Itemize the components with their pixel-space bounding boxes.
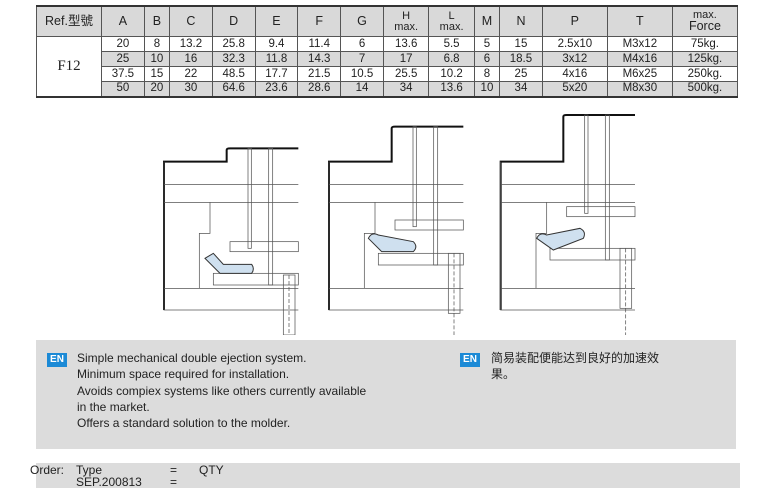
table-cell: 25.5 <box>382 66 430 82</box>
table-cell: 21.5 <box>297 66 342 82</box>
en-badge-secondary: EN <box>460 353 480 367</box>
col-g: G <box>340 5 384 37</box>
table-cell: 5.5 <box>428 36 475 52</box>
english-description: Simple mechanical double ejection system… <box>77 351 367 431</box>
order-qty-label: QTY <box>199 463 224 477</box>
ejection-sequence-drawings <box>163 114 636 335</box>
table-cell: M4x16 <box>606 51 673 67</box>
col-m: M <box>473 5 501 37</box>
col-f: F <box>297 5 342 37</box>
table-cell: 8 <box>143 36 171 52</box>
table-cell: 10.2 <box>428 66 475 82</box>
table-cell: 125kg. <box>671 51 739 67</box>
table-cell: 8 <box>473 66 501 82</box>
mold-diagram-2 <box>328 125 464 335</box>
table-cell: 5 <box>473 36 501 52</box>
col-p: P <box>541 5 608 37</box>
ref-cell: F12 <box>36 36 102 97</box>
table-cell: 25 <box>101 51 145 67</box>
table-cell: 28.6 <box>297 81 342 97</box>
table-cell: 17.7 <box>254 66 299 82</box>
table-cell: 7 <box>340 51 384 67</box>
table-cell: 20 <box>101 36 145 52</box>
table-cell: 2.5x10 <box>541 36 608 52</box>
table-cell: 13.2 <box>169 36 213 52</box>
table-cell: 37.5 <box>101 66 145 82</box>
table-cell: 10 <box>473 81 501 97</box>
col-ref: Ref.型號 <box>36 5 102 37</box>
table-cell: 11.4 <box>297 36 342 52</box>
col-n: N <box>499 5 543 37</box>
col-d: D <box>211 5 256 37</box>
table-cell: 6.8 <box>428 51 475 67</box>
table-cell: 34 <box>382 81 430 97</box>
col-force: max.Force <box>671 5 739 37</box>
table-cell: 6 <box>340 36 384 52</box>
table-cell: 32.3 <box>211 51 256 67</box>
table-cell: 11.8 <box>254 51 299 67</box>
table-cell: 4x16 <box>541 66 608 82</box>
col-c: C <box>169 5 213 37</box>
table-cell: 3x12 <box>541 51 608 67</box>
table-cell: 500kg. <box>671 81 739 97</box>
table-cell: 10.5 <box>340 66 384 82</box>
table-cell: 15 <box>143 66 171 82</box>
table-cell: 13.6 <box>428 81 475 97</box>
table-cell: 25.8 <box>211 36 256 52</box>
table-cell: 30 <box>169 81 213 97</box>
table-cell: 16 <box>169 51 213 67</box>
order-code: SEP.200813 <box>76 475 142 489</box>
table-cell: 34 <box>499 81 543 97</box>
table-cell: 75kg. <box>671 36 739 52</box>
table-cell: M3x12 <box>606 36 673 52</box>
table-cell: 14.3 <box>297 51 342 67</box>
chinese-description: 简易装配便能达到良好的加速效 果。 <box>491 351 660 382</box>
table-cell: 20 <box>143 81 171 97</box>
mold-diagram-3 <box>499 114 636 335</box>
ejector-link <box>204 252 254 274</box>
table-cell: 25 <box>499 66 543 82</box>
order-strip: Order: Type = QTY SEP.200813 = <box>30 463 740 489</box>
col-e: E <box>254 5 299 37</box>
table-cell: 15 <box>499 36 543 52</box>
table-cell: 64.6 <box>211 81 256 97</box>
table-cell: 50 <box>101 81 145 97</box>
table-cell: 9.4 <box>254 36 299 52</box>
table-cell: M8x30 <box>606 81 673 97</box>
table-cell: 10 <box>143 51 171 67</box>
order-label: Order: <box>30 463 65 477</box>
col-t: T <box>606 5 673 37</box>
order-equals-2: = <box>170 475 178 489</box>
ejector-link <box>536 227 585 251</box>
order-type-label: Type <box>76 463 103 477</box>
table-cell: 5x20 <box>541 81 608 97</box>
col-a: A <box>101 5 145 37</box>
table-cell: 250kg. <box>671 66 739 82</box>
table-cell: 13.6 <box>382 36 430 52</box>
table-cell: 18.5 <box>499 51 543 67</box>
table-cell: M6x25 <box>606 66 673 82</box>
ejector-link <box>367 233 417 253</box>
table-cell: 6 <box>473 51 501 67</box>
description-panel: EN Simple mechanical double ejection sys… <box>36 340 736 449</box>
table-cell: 17 <box>382 51 430 67</box>
en-badge: EN <box>47 353 67 367</box>
table-cell: 23.6 <box>254 81 299 97</box>
table-cell: 14 <box>340 81 384 97</box>
table-cell: 48.5 <box>211 66 256 82</box>
order-equals-1: = <box>170 463 178 477</box>
col-b: B <box>143 5 171 37</box>
table-cell: 22 <box>169 66 213 82</box>
mold-diagram-1 <box>163 147 299 335</box>
